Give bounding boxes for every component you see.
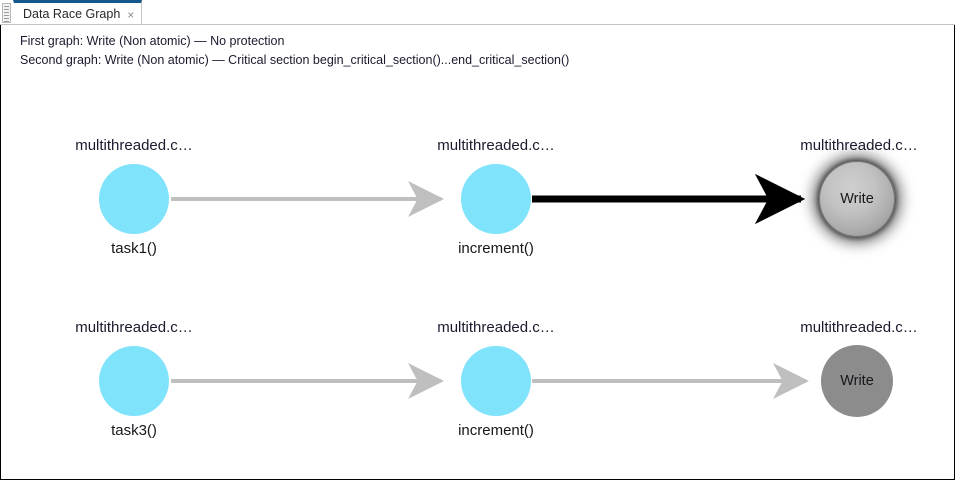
legend-line-first-graph: First graph: Write (Non atomic) — No pro… [20,34,285,48]
node-write-first-inner-label: Write [840,191,874,207]
node-top-label-write-second: multithreaded.c… [800,319,918,336]
node-bottom-label-task1: task1() [111,240,157,257]
close-icon[interactable]: × [127,7,135,22]
edge-layer [171,173,809,399]
legend: First graph: Write (Non atomic) — No pro… [20,32,920,70]
node-task1[interactable] [99,164,169,234]
node-top-label-write-first: multithreaded.c… [800,137,918,154]
graph-canvas[interactable]: First graph: Write (Non atomic) — No pro… [0,25,955,480]
node-top-label-task3: multithreaded.c… [75,319,193,336]
node-task3[interactable] [99,346,169,416]
node-top-label-increment-first: multithreaded.c… [437,137,555,154]
node-write-second[interactable]: Write [821,345,893,417]
tab-bar-drag-handle-icon[interactable] [2,3,11,23]
tab-label: Data Race Graph [23,7,121,22]
node-bottom-label-task3: task3() [111,422,157,439]
tab-bar: Data Race Graph × [0,0,955,25]
node-top-label-increment-second: multithreaded.c… [437,319,555,336]
node-bottom-label-increment-second: increment() [458,422,534,439]
node-increment-first[interactable] [461,164,531,234]
tab-bar-separator [0,24,955,25]
tab-data-race-graph[interactable]: Data Race Graph × [13,0,143,25]
node-write-first[interactable]: Write [819,161,895,237]
node-increment-second[interactable] [461,346,531,416]
node-top-label-task1: multithreaded.c… [75,137,193,154]
legend-line-second-graph: Second graph: Write (Non atomic) — Criti… [20,53,570,67]
graph-area: multithreaded.c… task1() multithreaded.c… [1,25,954,479]
node-bottom-label-increment-first: increment() [458,240,534,257]
node-write-second-inner-label: Write [840,373,874,389]
